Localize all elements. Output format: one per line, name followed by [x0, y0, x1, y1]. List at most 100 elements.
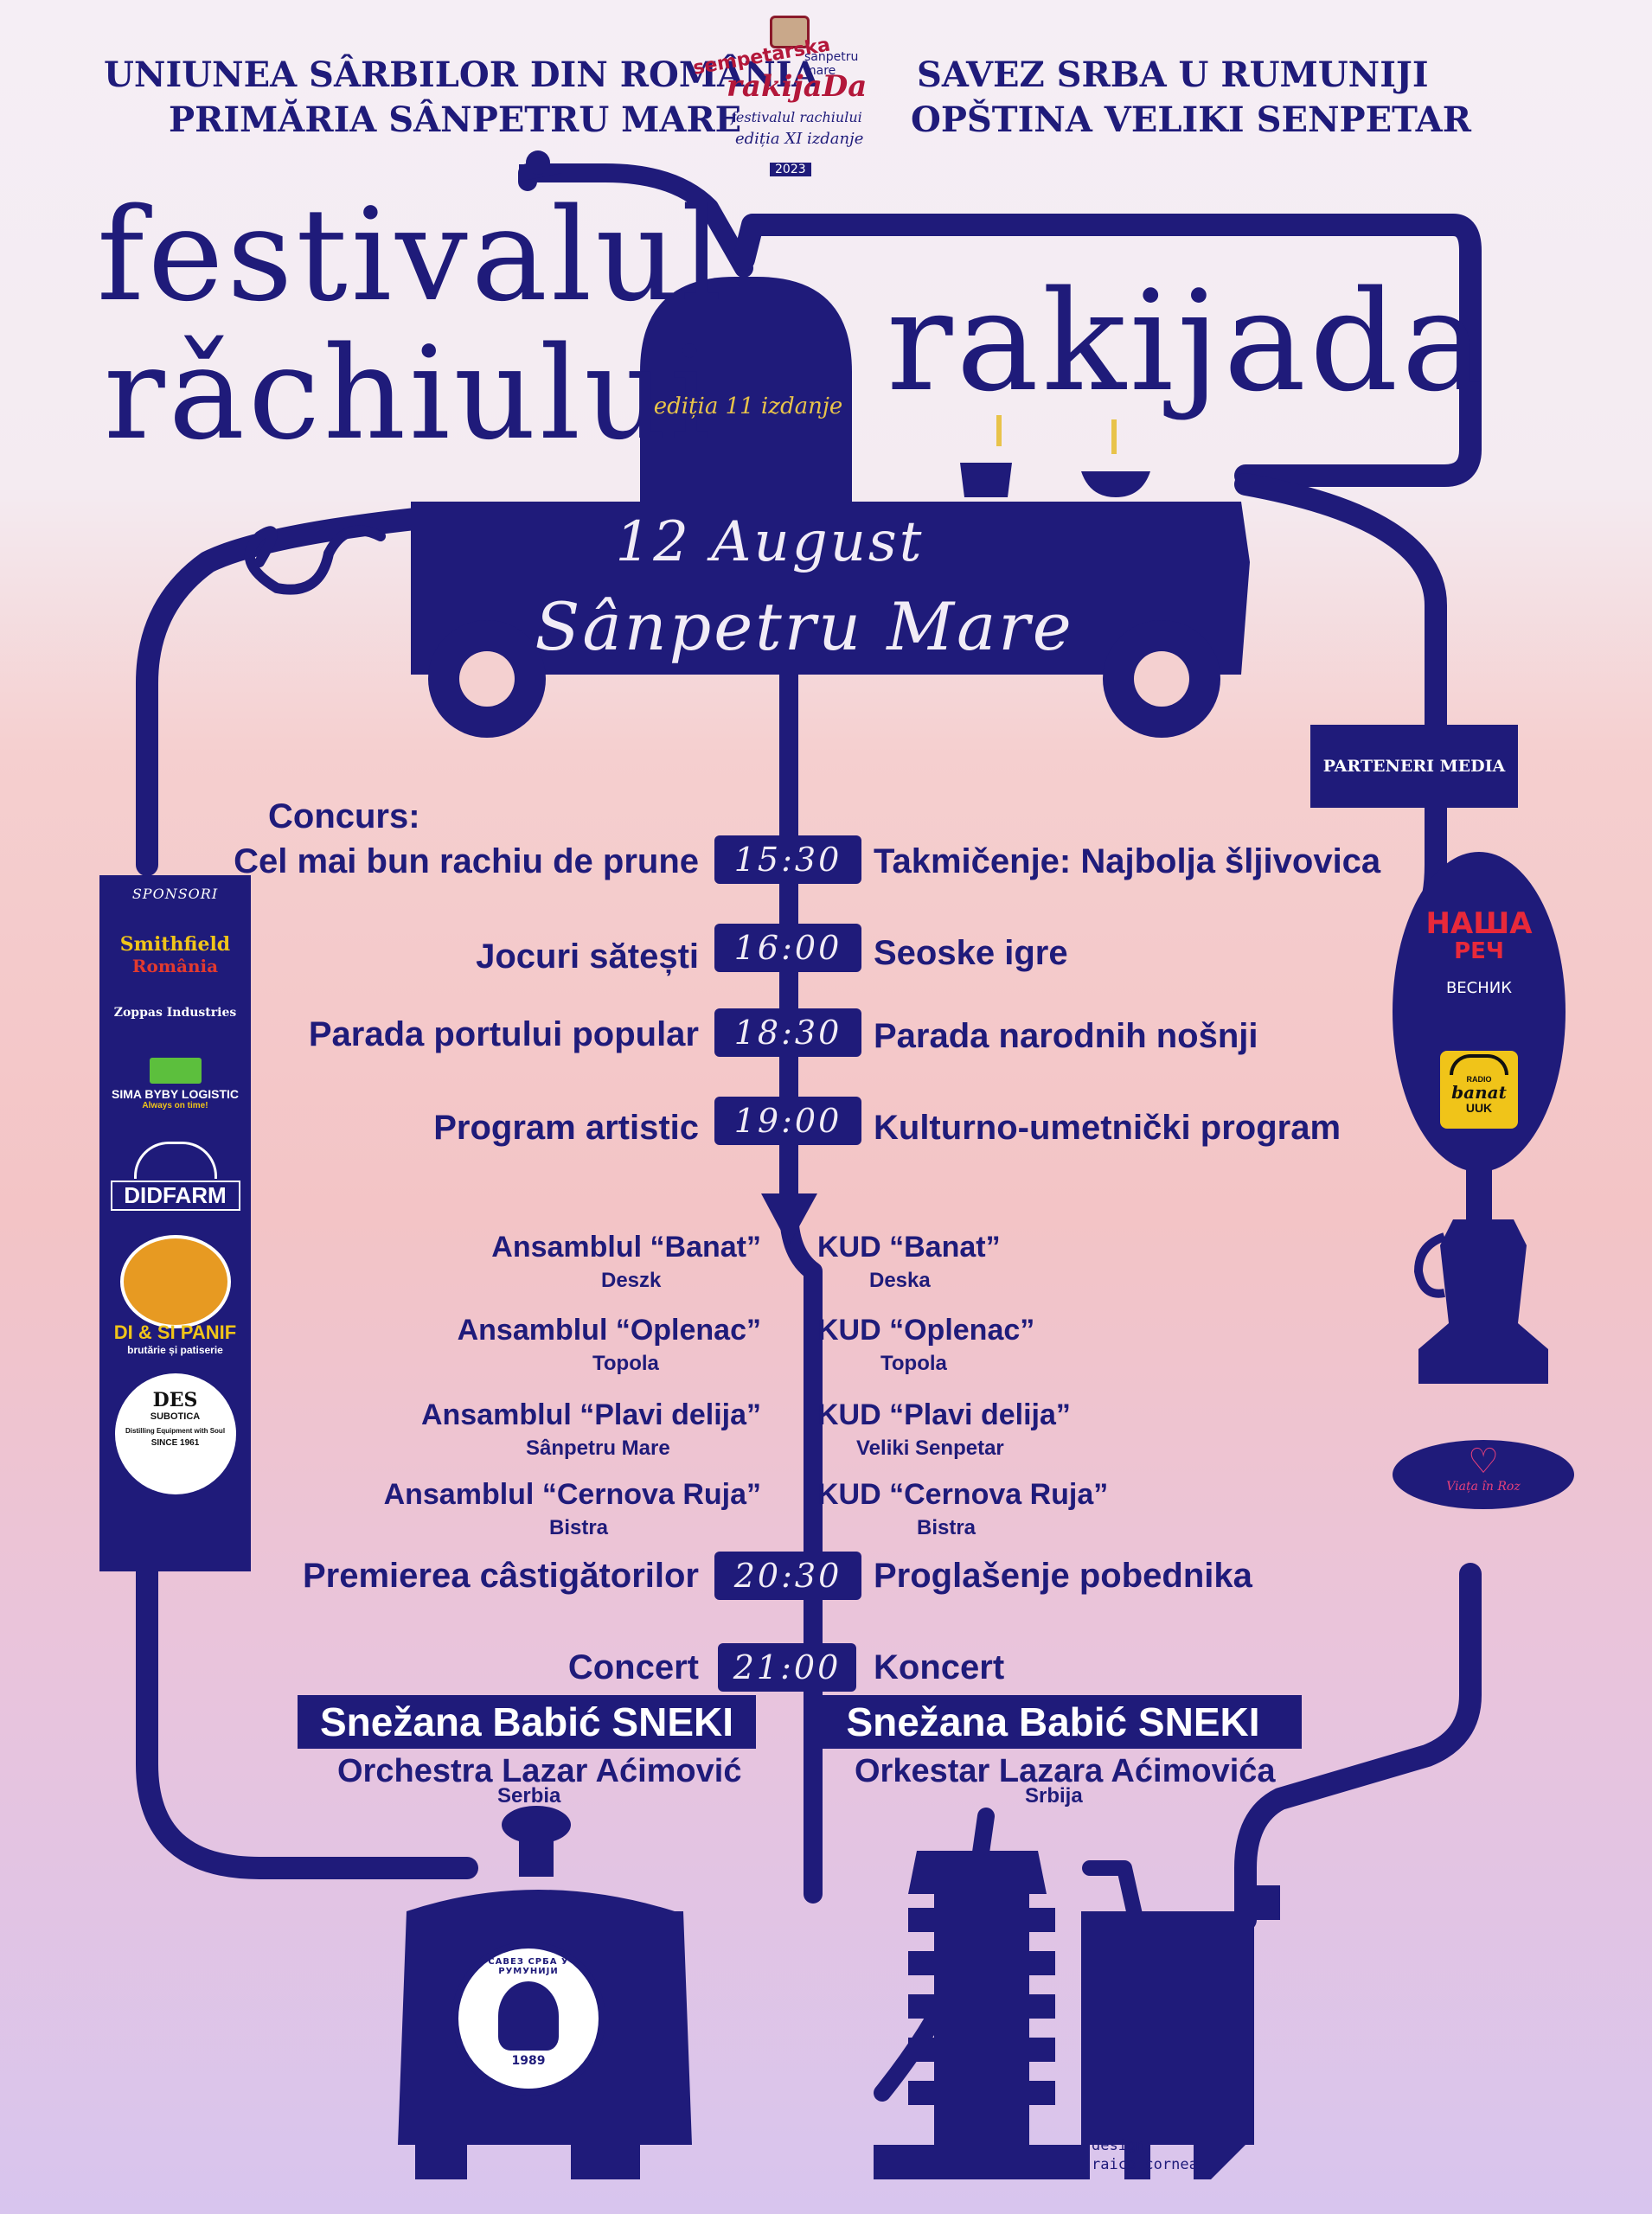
- ensemble-right-4: KUD “Cernova Ruja”: [817, 1478, 1109, 1511]
- ensemble-left-3: Ansamblul “Plavi delija”: [420, 1398, 761, 1431]
- didfarm-building-icon: [133, 1142, 217, 1179]
- program-concurs-label: Concurs:: [268, 797, 420, 835]
- sponsor-sima: SIMA BYBY LOGISTIC Always on time!: [111, 1058, 240, 1110]
- time-badge-1900: 19:00: [714, 1097, 861, 1145]
- artist-right-bar: Snežana Babić SNEKI: [804, 1695, 1302, 1749]
- heart-icon: ♡: [1468, 1443, 1499, 1481]
- orchestra-right-country: Srbija: [1025, 1784, 1083, 1808]
- radio-banat-suffix: UUK: [1465, 1101, 1493, 1115]
- design-credit-name: raico cornea: [1092, 2156, 1198, 2173]
- logo-arc-right: sanpetru mare: [804, 50, 859, 78]
- media-partners-box: PARTENERI MEDIA: [1310, 725, 1518, 808]
- sponsor-didfarm-name: DIDFARM: [110, 1181, 240, 1211]
- viata-in-roz-name: Viața în Roz: [1446, 1480, 1521, 1494]
- program-right-4: Kulturno-umetnički program: [874, 1109, 1341, 1147]
- ensemble-right-3: KUD “Plavi delija”: [817, 1398, 1071, 1431]
- awards-left: Premierea câstigătorilor: [303, 1557, 699, 1595]
- media-viata-in-roz: ♡ Viața în Roz: [1393, 1440, 1574, 1509]
- sponsor-panif-name: DI & SI PANIF: [113, 1321, 237, 1343]
- ensemble-right-4-city: Bistra: [917, 1516, 976, 1539]
- media-partners-title: PARTENERI MEDIA: [1322, 757, 1506, 776]
- logo-year: 2023: [770, 163, 811, 176]
- title-left-line2: rǎchiului: [104, 319, 714, 468]
- sima-truck-icon: [149, 1058, 202, 1084]
- time-badge-2030: 20:30: [714, 1552, 861, 1600]
- ensemble-right-3-city: Veliki Senpetar: [856, 1437, 1004, 1460]
- sponsor-des-city: SUBOTICA: [150, 1411, 201, 1422]
- ensemble-left-3-city: Sânpetru Mare: [526, 1437, 670, 1460]
- emblem-year: 1989: [511, 2054, 546, 2068]
- design-credit-label: design:: [1092, 2137, 1154, 2154]
- event-place: Sânpetru Mare: [535, 588, 1074, 665]
- sponsor-panif: DI & SI PANIF brutărie și patiserie: [111, 1235, 240, 1356]
- time-badge-2100: 21:00: [718, 1643, 856, 1692]
- sponsor-des-since: SINCE 1961: [150, 1438, 200, 1448]
- sponsor-smithfield-country: România: [131, 956, 219, 976]
- logo-edition: ediția XI izdanje: [735, 130, 864, 148]
- sponsor-zoppas-name: Zoppas Industries: [113, 1006, 237, 1020]
- sponsor-panif-tagline: brutărie și patiserie: [127, 1344, 223, 1356]
- title-left-line1: festivalul: [97, 181, 726, 330]
- ensemble-right-2-city: Topola: [880, 1352, 947, 1375]
- artist-left-bar: Snežana Babić SNEKI: [298, 1695, 756, 1749]
- org-name-right-1: SAVEZ SRBA U RUMUNIJI: [917, 54, 1429, 95]
- serbian-union-emblem: САВЕЗ СРБА У РУМУНИЈИ 1989: [451, 1942, 605, 2096]
- logo-tagline: festivalul rachiului: [731, 109, 862, 125]
- sponsor-des-name: DES: [152, 1389, 198, 1411]
- org-name-left-1: UNIUNEA SÂRBILOR DIN ROMÂNIA: [104, 54, 819, 95]
- nasa-rec-subtitle: ВЕСНИК: [1445, 979, 1513, 997]
- program-left-4: Program artistic: [433, 1109, 699, 1147]
- radio-banat-headphones-icon: [1450, 1054, 1508, 1075]
- sponsors-panel: SPONSORI Smithfield România Zoppas Indus…: [99, 875, 251, 1571]
- orchestra-left-country: Serbia: [497, 1784, 561, 1808]
- ensemble-right-2: KUD “Oplenac”: [817, 1314, 1035, 1347]
- festival-logo: sempetarska sanpetru mare rakijaDa festi…: [692, 16, 882, 189]
- radio-banat-label: RADIO: [1466, 1075, 1492, 1084]
- sponsors-title: SPONSORI: [131, 886, 219, 902]
- sponsor-des: DES SUBOTICA Distilling Equipment with S…: [114, 1373, 236, 1494]
- media-nasa-rec: НАША РЕЧ ВЕСНИК: [1418, 908, 1540, 997]
- concert-right: Koncert: [874, 1648, 1005, 1686]
- event-date: 12 August: [615, 510, 925, 574]
- ensemble-left-1: Ansamblul “Banat”: [491, 1231, 761, 1264]
- orchestra-left: Orchestra Lazar Aćimović: [337, 1753, 742, 1789]
- design-credit: design: raico cornea: [1092, 2136, 1198, 2174]
- program-right-1: Takmičenje: Najbolja šljivovica: [874, 842, 1381, 880]
- nasa-rec-title-2: РЕЧ: [1454, 938, 1504, 964]
- media-radio-banat: RADIO banat UUK: [1440, 1051, 1518, 1129]
- program-left-1: Cel mai bun rachiu de prune: [234, 842, 699, 880]
- time-badge-1600: 16:00: [714, 924, 861, 972]
- ensemble-right-1-city: Deska: [869, 1269, 931, 1292]
- program-left-2: Jocuri sătești: [476, 937, 699, 976]
- concert-left: Concert: [567, 1648, 699, 1686]
- program-right-2: Seoske igre: [874, 934, 1068, 972]
- sponsor-des-tagline: Distilling Equipment with Soul: [125, 1427, 226, 1435]
- ensemble-left-4: Ansamblul “Cernova Ruja”: [383, 1478, 761, 1511]
- awards-right: Proglašenje pobednika: [874, 1557, 1252, 1595]
- nasa-rec-title: НАША: [1425, 906, 1533, 941]
- orchestra-right: Orkestar Lazara Aćimovića: [855, 1753, 1276, 1789]
- sponsor-smithfield-name: Smithfield: [119, 933, 231, 956]
- program-left-3: Parada portului popular: [308, 1015, 699, 1053]
- ensemble-left-2-city: Topola: [592, 1352, 659, 1375]
- logo-cask-icon: [770, 16, 810, 48]
- sponsor-sima-name: SIMA BYBY LOGISTIC: [111, 1087, 239, 1101]
- ensemble-left-2: Ansamblul “Oplenac”: [457, 1314, 761, 1347]
- time-badge-1830: 18:30: [714, 1008, 861, 1057]
- sponsor-sima-tagline: Always on time!: [142, 1101, 208, 1110]
- edition-label: ediția 11 izdanje: [653, 394, 843, 419]
- ensemble-right-1: KUD “Banat”: [817, 1231, 1001, 1264]
- panif-baker-icon: [119, 1235, 231, 1328]
- time-badge-1530: 15:30: [714, 835, 861, 884]
- logo-name: rakijaDa: [727, 69, 868, 104]
- ensemble-left-1-city: Deszk: [601, 1269, 662, 1292]
- sponsor-zoppas: Zoppas Industries: [111, 1006, 240, 1020]
- sponsor-smithfield: Smithfield România: [111, 933, 240, 976]
- radio-banat-name: banat: [1451, 1082, 1507, 1103]
- title-right: rakijada: [887, 260, 1488, 422]
- org-name-left-2: PRIMĂRIA SÂNPETRU MARE: [169, 99, 742, 140]
- ensemble-left-4-city: Bistra: [549, 1516, 609, 1539]
- program-right-3: Parada narodnih nošnji: [874, 1017, 1258, 1055]
- sponsor-didfarm: DIDFARM: [110, 1142, 240, 1211]
